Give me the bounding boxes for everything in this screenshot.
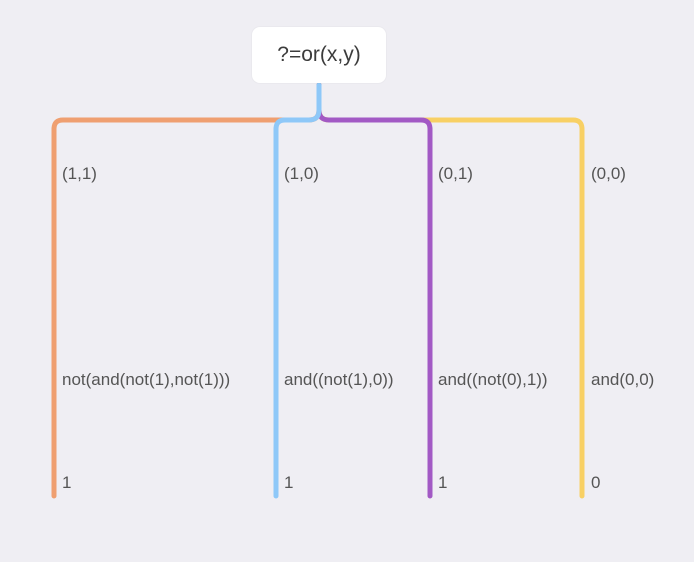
branch-1-input: (1,1) — [62, 164, 97, 183]
branch-wire-0-1 — [316, 82, 433, 499]
branch-3-input: (0,1) — [438, 164, 473, 183]
branch-4-input: (0,0) — [591, 164, 626, 183]
branch-4-expression: and(0,0) — [591, 370, 655, 389]
branch-2-result: 1 — [284, 473, 294, 492]
root-node: ?=or(x,y) — [252, 27, 386, 83]
branch-wire-1-1 — [51, 82, 322, 499]
branch-1-expression: not(and(not(1),not(1))) — [62, 370, 231, 389]
root-node-label: ?=or(x,y) — [277, 43, 361, 66]
branch-3-result: 1 — [438, 473, 448, 492]
branch-2-expression: and((not(1),0)) — [284, 370, 394, 389]
branch-2-input: (1,0) — [284, 164, 319, 183]
branch-wire-1-0 — [273, 82, 322, 499]
branch-1-result: 1 — [62, 473, 72, 492]
branch-wire-0-0 — [316, 82, 585, 499]
branch-3-expression: and((not(0),1)) — [438, 370, 548, 389]
branch-4-result: 0 — [591, 473, 601, 492]
